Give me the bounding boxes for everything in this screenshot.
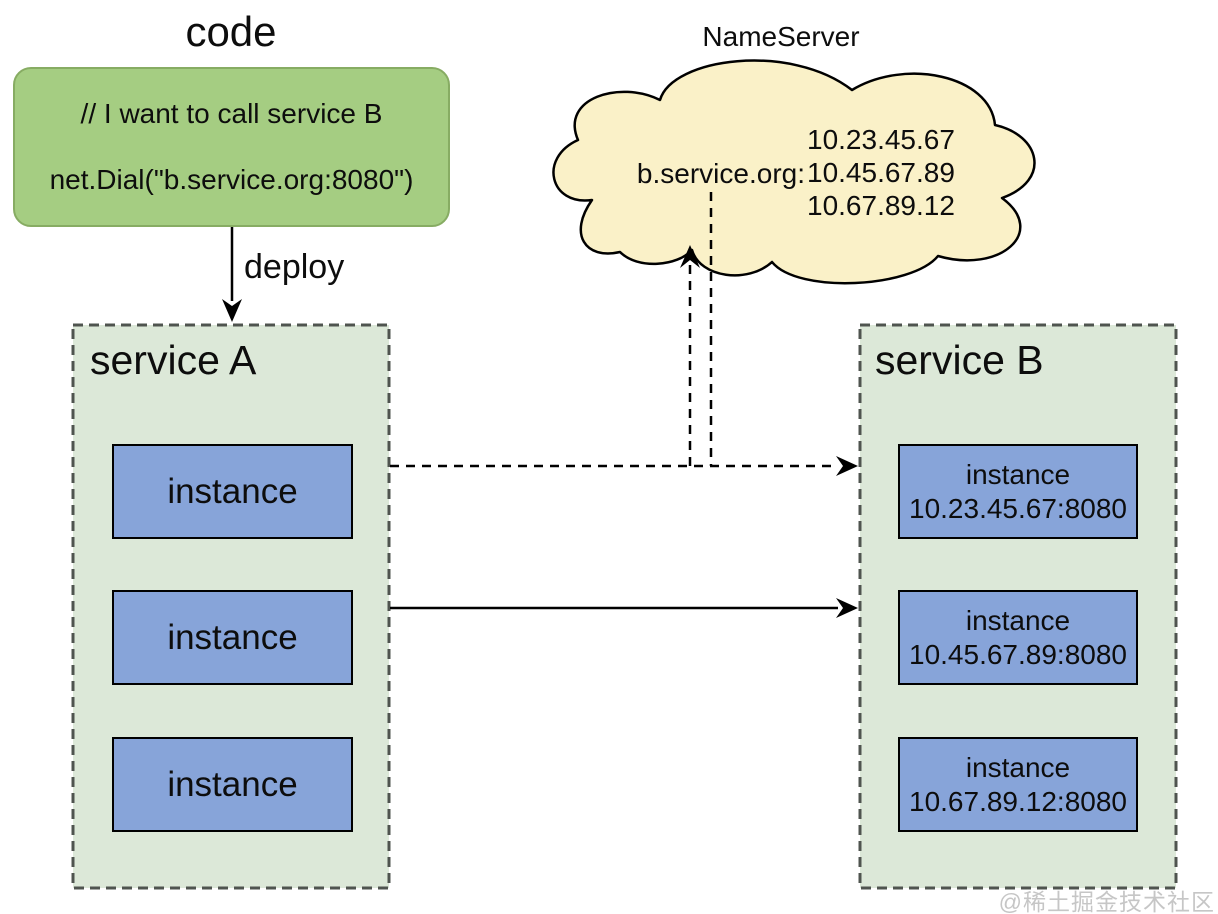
instance-address: 10.67.89.12:8080: [909, 785, 1127, 817]
code-comment-line: // I want to call service B: [80, 98, 383, 129]
instance-label: instance: [965, 458, 1071, 490]
instance-box-b1: instance 10.23.45.67:8080: [898, 444, 1138, 539]
nameserver-title: NameServer: [702, 21, 860, 52]
nameserver-ip-list: 10.23.45.67 10.45.67.89 10.67.89.12: [807, 123, 955, 222]
watermark: @稀土掘金技术社区: [998, 889, 1215, 914]
rpc-call-arrowhead: [836, 598, 858, 618]
instance-label: instance: [965, 604, 1071, 636]
nameserver-ip: 10.23.45.67: [807, 124, 955, 155]
instance-address: 10.45.67.89:8080: [909, 638, 1127, 670]
code-title: code: [185, 8, 277, 55]
instance-label: instance: [167, 617, 298, 657]
instance-box-a1: instance: [112, 444, 353, 539]
deploy-arrowhead: [222, 299, 242, 322]
nameserver-ip: 10.67.89.12: [807, 190, 955, 221]
instance-box-b3: instance 10.67.89.12:8080: [898, 737, 1138, 832]
instance-label: instance: [167, 471, 298, 511]
code-box: // I want to call service B net.Dial("b.…: [13, 67, 450, 227]
instance-box-a3: instance: [112, 737, 353, 832]
nameserver-domain-label: b.service.org:: [636, 158, 805, 189]
service-a-title: service A: [90, 337, 257, 383]
deploy-label: deploy: [244, 248, 345, 286]
instance-address: 10.23.45.67:8080: [909, 492, 1127, 524]
instance-box-a2: instance: [112, 590, 353, 685]
service-b-title: service B: [875, 337, 1044, 383]
instance-label: instance: [167, 764, 298, 804]
lookup-dashed-arrowhead: [836, 456, 858, 476]
nameserver-ip: 10.45.67.89: [807, 157, 955, 188]
instance-box-b2: instance 10.45.67.89:8080: [898, 590, 1138, 685]
dns-query-arrowhead: [680, 245, 700, 268]
instance-label: instance: [965, 751, 1071, 783]
code-dial-line: net.Dial("b.service.org:8080"): [49, 164, 414, 195]
